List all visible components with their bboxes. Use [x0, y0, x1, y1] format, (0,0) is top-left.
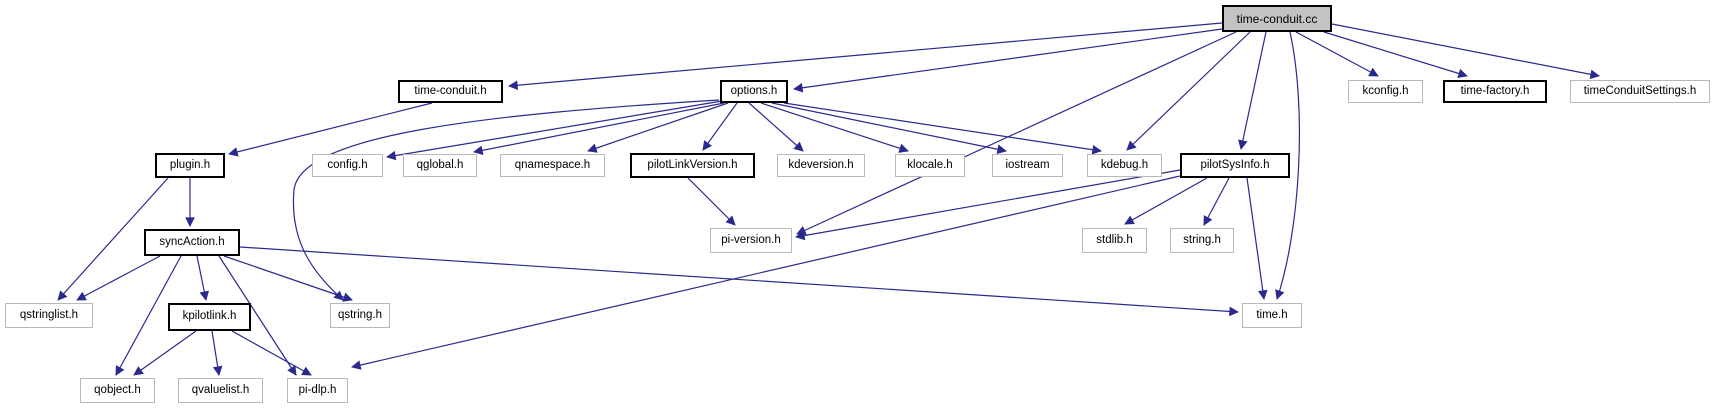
- node-label: options.h: [730, 84, 778, 97]
- edge-time-conduit-cc-to-kconfig-h: [1295, 31, 1379, 77]
- edge-options-h-to-klocale-h: [760, 102, 909, 153]
- node-label: pi-dlp.h: [298, 383, 337, 396]
- edge-time-conduit-cc-to-kdebug-h: [1126, 31, 1251, 151]
- edge-plugin-h-to-qstringlist-h: [57, 177, 169, 301]
- edge-pilotlinkversion-h-to-pi-version-h: [687, 177, 736, 226]
- node-label: qobject.h: [94, 383, 141, 396]
- node-qglobal-h: qglobal.h: [403, 154, 477, 177]
- node-label: pilotSysInfo.h: [1200, 158, 1270, 171]
- edge-options-h-to-pilotlinkversion-h: [702, 102, 738, 151]
- node-label: qglobal.h: [416, 158, 464, 171]
- node-time-conduit-cc: time-conduit.cc: [1222, 5, 1332, 32]
- edge-options-h-to-config-h: [386, 100, 723, 161]
- edge-options-h-to-qnamespace-h: [587, 102, 729, 153]
- node-label: qvaluelist.h: [191, 383, 250, 396]
- node-qstring-h: qstring.h: [330, 303, 390, 328]
- edge-options-h-to-kdeversion-h: [748, 102, 804, 152]
- node-label: plugin.h: [169, 158, 211, 171]
- node-label: qstringlist.h: [19, 308, 79, 321]
- node-time-conduit-h[interactable]: time-conduit.h: [398, 80, 503, 103]
- node-iostream: iostream: [992, 154, 1063, 177]
- node-plugin-h[interactable]: plugin.h: [155, 153, 225, 178]
- node-label: config.h: [327, 158, 368, 171]
- node-time-h: time.h: [1242, 303, 1302, 328]
- node-qvaluelist-h: qvaluelist.h: [178, 378, 263, 403]
- edge-syncaction-h-to-qstringlist-h: [76, 255, 161, 301]
- edge-options-h-to-iostream: [771, 102, 1007, 154]
- node-label: timeConduitSettings.h: [1583, 84, 1697, 97]
- node-stdlib-h: stdlib.h: [1082, 228, 1147, 253]
- node-label: string.h: [1183, 233, 1221, 246]
- node-kpilotlink-h[interactable]: kpilotlink.h: [168, 303, 251, 331]
- node-options-h[interactable]: options.h: [720, 80, 788, 103]
- node-label: time-conduit.h: [414, 84, 487, 97]
- edge-time-conduit-h-to-plugin-h: [228, 102, 433, 157]
- node-label: kconfig.h: [1362, 84, 1409, 97]
- edge-pilotsysinfo-h-to-string-h: [1203, 177, 1230, 226]
- edge-time-conduit-cc-to-pi-version-h: [796, 31, 1237, 235]
- edge-time-conduit-cc-to-time-h: [1275, 31, 1300, 300]
- edge-pilotsysinfo-h-to-pi-dlp-h: [351, 175, 1181, 370]
- edge-syncaction-h-to-kpilotlink-h: [196, 255, 209, 301]
- node-label: iostream: [1005, 158, 1050, 171]
- edge-time-conduit-cc-to-time-factory-h: [1323, 31, 1468, 79]
- node-label: kdebug.h: [1100, 158, 1149, 171]
- edge-syncaction-h-to-pi-dlp-h: [218, 255, 297, 376]
- edge-time-conduit-cc-to-timeconduitsettings-h: [1331, 23, 1600, 80]
- edge-kpilotlink-h-to-qvaluelist-h: [211, 330, 223, 376]
- node-label: kdeversion.h: [788, 158, 854, 171]
- edge-syncaction-h-to-qobject-h: [115, 255, 182, 376]
- node-time-factory-h[interactable]: time-factory.h: [1443, 80, 1547, 103]
- edge-pilotsysinfo-h-to-stdlib-h: [1124, 177, 1208, 225]
- node-kconfig-h: kconfig.h: [1348, 80, 1423, 103]
- edge-options-h-to-kdebug-h: [783, 102, 1102, 155]
- edge-time-conduit-cc-to-options-h: [793, 28, 1223, 93]
- node-qstringlist-h: qstringlist.h: [5, 303, 93, 328]
- edge-syncaction-h-to-qstring-h: [223, 255, 353, 302]
- node-label: stdlib.h: [1096, 233, 1133, 246]
- edge-pilotsysinfo-h-to-pi-version-h: [795, 169, 1181, 241]
- node-config-h: config.h: [312, 154, 383, 177]
- node-label: time-conduit.cc: [1236, 11, 1318, 26]
- edge-options-h-to-qglobal-h: [473, 102, 725, 156]
- node-pi-dlp-h: pi-dlp.h: [287, 378, 348, 403]
- node-qobject-h: qobject.h: [80, 378, 155, 403]
- node-label: pi-version.h: [721, 233, 781, 246]
- node-string-h: string.h: [1170, 228, 1234, 253]
- node-syncaction-h[interactable]: syncAction.h: [144, 229, 240, 256]
- node-kdeversion-h: kdeversion.h: [777, 154, 865, 177]
- edge-time-conduit-cc-to-time-conduit-h: [508, 22, 1223, 91]
- node-label: klocale.h: [907, 158, 953, 171]
- node-label: time.h: [1256, 308, 1288, 321]
- node-label: pilotLinkVersion.h: [647, 158, 738, 171]
- node-klocale-h: klocale.h: [895, 154, 965, 177]
- node-pilotlinkversion-h[interactable]: pilotLinkVersion.h: [630, 153, 755, 178]
- node-label: syncAction.h: [159, 235, 225, 248]
- node-qnamespace-h: qnamespace.h: [500, 154, 605, 177]
- edge-kpilotlink-h-to-pi-dlp-h: [231, 330, 312, 376]
- node-label: qstring.h: [337, 308, 383, 321]
- node-label: time-factory.h: [1460, 84, 1530, 97]
- node-label: qnamespace.h: [514, 158, 591, 171]
- node-pilotsysinfo-h[interactable]: pilotSysInfo.h: [1180, 153, 1290, 178]
- edge-syncaction-h-to-time-h: [239, 246, 1239, 317]
- node-timeconduitsettings-h: timeConduitSettings.h: [1570, 80, 1710, 103]
- node-label: kpilotlink.h: [182, 310, 237, 323]
- edge-pilotsysinfo-h-to-time-h: [1246, 177, 1268, 300]
- edge-kpilotlink-h-to-qobject-h: [133, 330, 197, 376]
- node-pi-version-h: pi-version.h: [710, 228, 792, 253]
- node-kdebug-h: kdebug.h: [1087, 154, 1162, 177]
- edge-time-conduit-cc-to-pilotsysinfo-h: [1238, 31, 1267, 150]
